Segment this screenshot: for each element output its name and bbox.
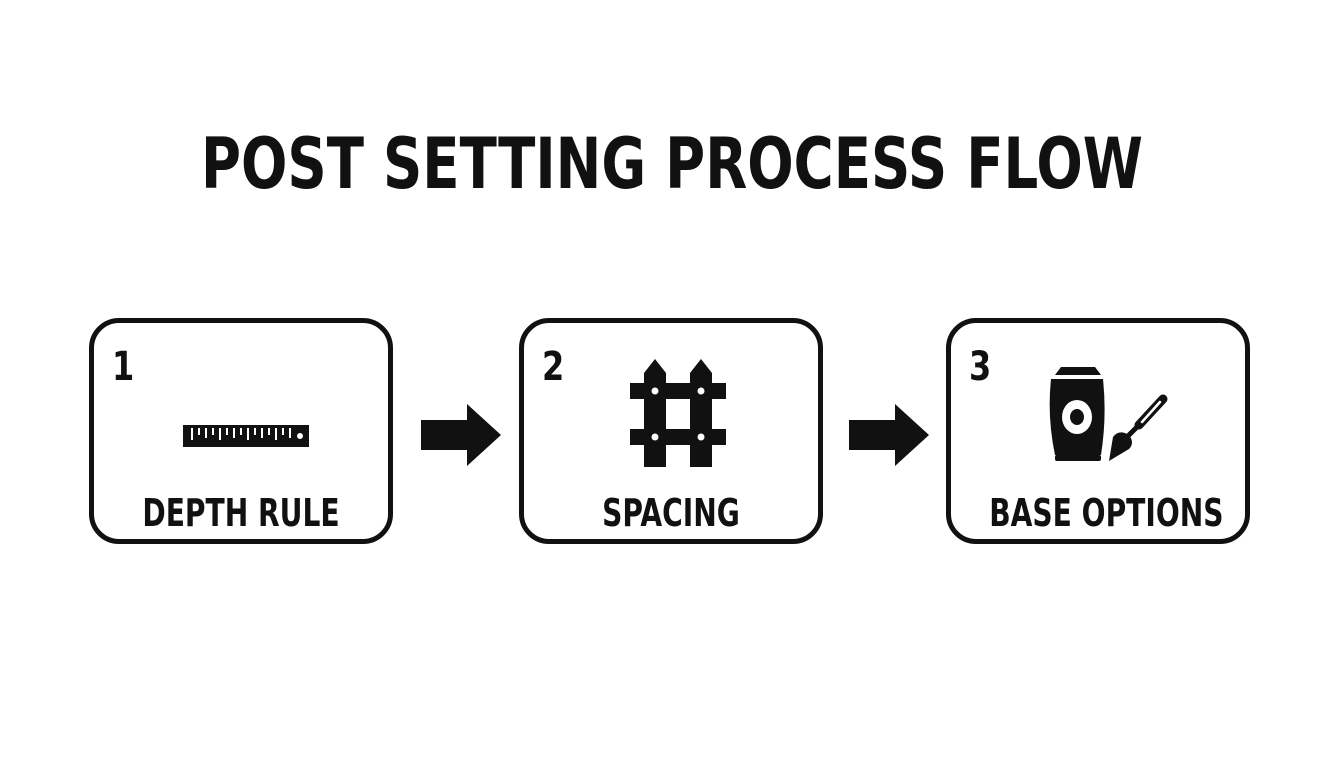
diagram-title: POST SETTING PROCESS FLOW xyxy=(200,123,1144,205)
cement-bag-trowel-icon xyxy=(1049,367,1168,461)
ruler-icon xyxy=(183,425,309,447)
step-label: BASE OPTIONS xyxy=(989,491,1224,535)
fence-icon xyxy=(630,359,726,467)
step-number: 2 xyxy=(542,344,565,390)
step-box-spacing: 2 SPACING xyxy=(519,318,823,544)
step-number: 3 xyxy=(969,344,992,390)
step-box-base-options: 3 BASE OPTIONS xyxy=(946,318,1250,544)
step-label: SPACING xyxy=(602,491,740,535)
step-box-depth-rule: 1 DEPTH RULE xyxy=(89,318,393,544)
arrow-right-icon xyxy=(849,404,929,466)
step-label: DEPTH RULE xyxy=(142,491,340,535)
step-number: 1 xyxy=(112,344,135,390)
arrow-right-icon xyxy=(421,404,501,466)
